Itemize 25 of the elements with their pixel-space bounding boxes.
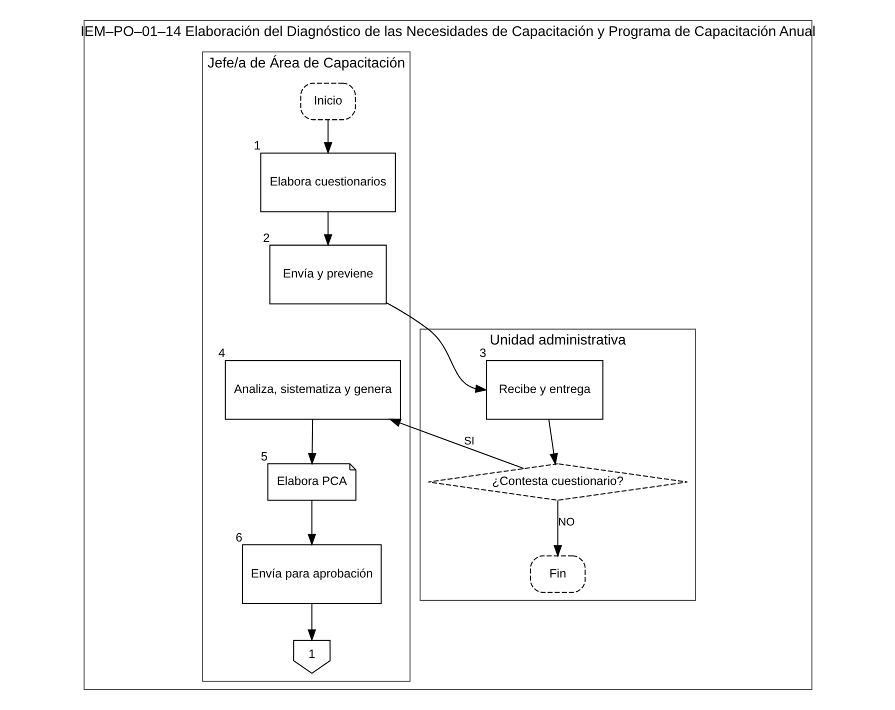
- node-box: Envía para aprobación: [242, 544, 382, 604]
- node-label: 5: [260, 449, 268, 464]
- arrow: [553, 500, 562, 558]
- node-box: Inicio: [300, 82, 356, 120]
- arrow: [307, 500, 316, 546]
- node-box: Elabora cuestionarios: [260, 152, 396, 212]
- edge-label: SI: [463, 435, 474, 448]
- node-diamond: ¿Contesta cuestionario?: [427, 463, 688, 501]
- edge-label: NO: [558, 516, 574, 528]
- node-box: Fin: [529, 555, 586, 593]
- arrow: [388, 418, 524, 469]
- node-label: 6: [235, 530, 242, 544]
- node-box: Analiza, sistematiza y genera: [224, 360, 400, 420]
- node-label: 4: [218, 346, 225, 360]
- arrow: [323, 212, 332, 246]
- node-box: Recibe y entrega: [485, 360, 603, 420]
- arrow: [307, 419, 316, 466]
- node-label: 2: [262, 230, 270, 245]
- node-label: 1: [253, 138, 260, 153]
- arrow: [386, 302, 487, 393]
- node-box: Envía y previene: [268, 244, 386, 304]
- arrow: [323, 120, 332, 154]
- arrow: [548, 419, 558, 466]
- node-label: 3: [479, 346, 486, 360]
- arrow: [307, 604, 316, 642]
